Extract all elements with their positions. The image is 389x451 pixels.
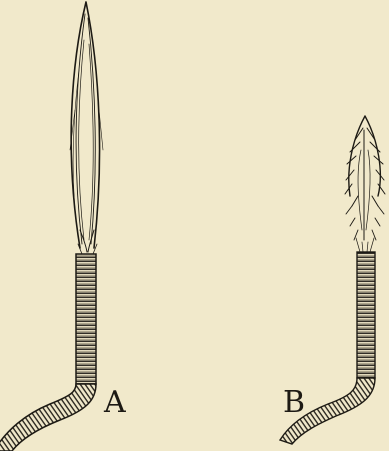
feather-plume-b xyxy=(345,116,385,252)
feather-plume-a xyxy=(70,2,103,254)
label-a: A xyxy=(103,385,126,420)
specimen-a: A xyxy=(0,2,126,451)
label-b: B xyxy=(283,385,305,420)
coil-stem-a xyxy=(0,254,96,451)
specimen-b: B xyxy=(280,116,385,444)
